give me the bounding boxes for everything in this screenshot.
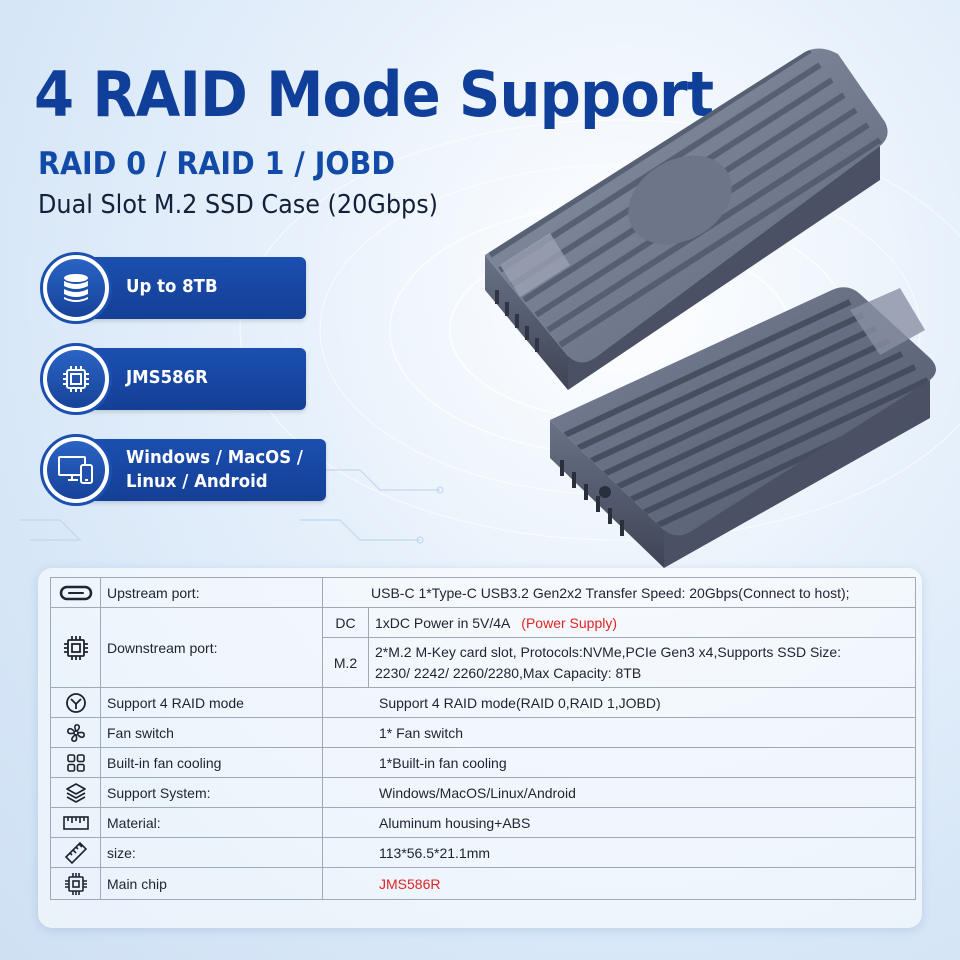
devices-icon [58,456,93,484]
chip-icon [63,366,89,392]
spec-name-cooling: Built-in fan cooling [100,747,323,778]
spec-name-chip: Main chip [100,867,323,900]
spec-sub-dc: DC [322,607,369,638]
spec-name-upstream: Upstream port: [100,577,323,608]
m2-line1: 2*M.2 M-Key card slot, Protocols:NVMe,PC… [375,643,842,660]
spec-row-chip: Main chip JMS586R [50,867,916,900]
fan-icon [66,723,85,742]
spec-value-size: 113*56.5*21.1mm [322,837,916,868]
usb-c-icon [59,585,92,601]
raid-modes-subtitle: RAID 0 / RAID 1 / JOBD [38,146,396,182]
dc-power-text: 1xDC Power in 5V/4A [375,614,510,631]
spec-row-system: Support System: Windows/MacOS/Linux/Andr… [50,777,916,808]
chip-icon [64,872,87,895]
ssd-enclosure-image [485,48,936,568]
spec-name-material: Material: [100,807,323,838]
m2-line2: 2230/ 2242/ 2260/2280,Max Capacity: 8TB [375,664,642,681]
spec-value-cooling: 1*Built-in fan cooling [322,747,916,778]
badge-chip-label: JMS586R [126,367,208,388]
chip-icon [63,635,88,660]
badge-capacity-label: Up to 8TB [126,276,218,297]
spec-row-raid: Support 4 RAID mode Support 4 RAID mode(… [50,687,916,718]
spec-row-downstream-dc: Downstream port: DC 1xDC Power in 5V/4A … [50,607,916,688]
spec-row-fan: Fan switch 1* Fan switch [50,717,916,748]
badge-os-line1: Windows / MacOS / [126,447,303,468]
spec-row-upstream: Upstream port: USB-C 1*Type-C USB3.2 Gen… [50,577,916,608]
dc-power-note: (Power Supply) [521,614,617,631]
spec-table: Upstream port: USB-C 1*Type-C USB3.2 Gen… [50,577,916,900]
product-subtitle: Dual Slot M.2 SSD Case (20Gbps) [38,190,438,220]
spec-value-system: Windows/MacOS/Linux/Android [322,777,916,808]
database-icon [64,274,88,302]
spec-value-raid: Support 4 RAID mode(RAID 0,RAID 1,JOBD) [322,687,916,718]
spec-row-cooling: Built-in fan cooling 1*Built-in fan cool… [50,747,916,778]
spec-value-material: Aluminum housing+ABS [322,807,916,838]
spec-value-m2: 2*M.2 M-Key card slot, Protocols:NVMe,PC… [368,637,916,688]
spec-name-raid: Support 4 RAID mode [100,687,323,718]
badge-os-line2: Linux / Android [126,471,268,492]
spec-row-size: size: 113*56.5*21.1mm [50,837,916,868]
spec-value-chip: JMS586R [322,867,916,900]
spec-sub-m2: M.2 [322,637,369,688]
spec-name-fan: Fan switch [100,717,323,748]
grid-icon [66,753,85,772]
spec-value-dc: 1xDC Power in 5V/4A (Power Supply) [368,607,916,638]
spec-name-downstream: Downstream port: [100,607,323,688]
badge-os-label: Windows / MacOS / Linux / Android [126,446,303,494]
spec-name-size: size: [100,837,323,868]
spec-row-downstream-m2: M.2 2*M.2 M-Key card slot, Protocols:NVM… [51,637,916,688]
page-title: 4 RAID Mode Support [34,58,714,131]
layers-icon [65,782,86,803]
ruler-icon [64,841,87,864]
spec-value-upstream: USB-C 1*Type-C USB3.2 Gen2x2 Transfer Sp… [322,577,916,608]
spec-row-material: Material: Aluminum housing+ABS [50,807,916,838]
spec-name-system: Support System: [100,777,323,808]
spec-value-fan: 1* Fan switch [322,717,916,748]
ruler-box-icon [62,815,89,830]
raid-icon [65,692,86,713]
